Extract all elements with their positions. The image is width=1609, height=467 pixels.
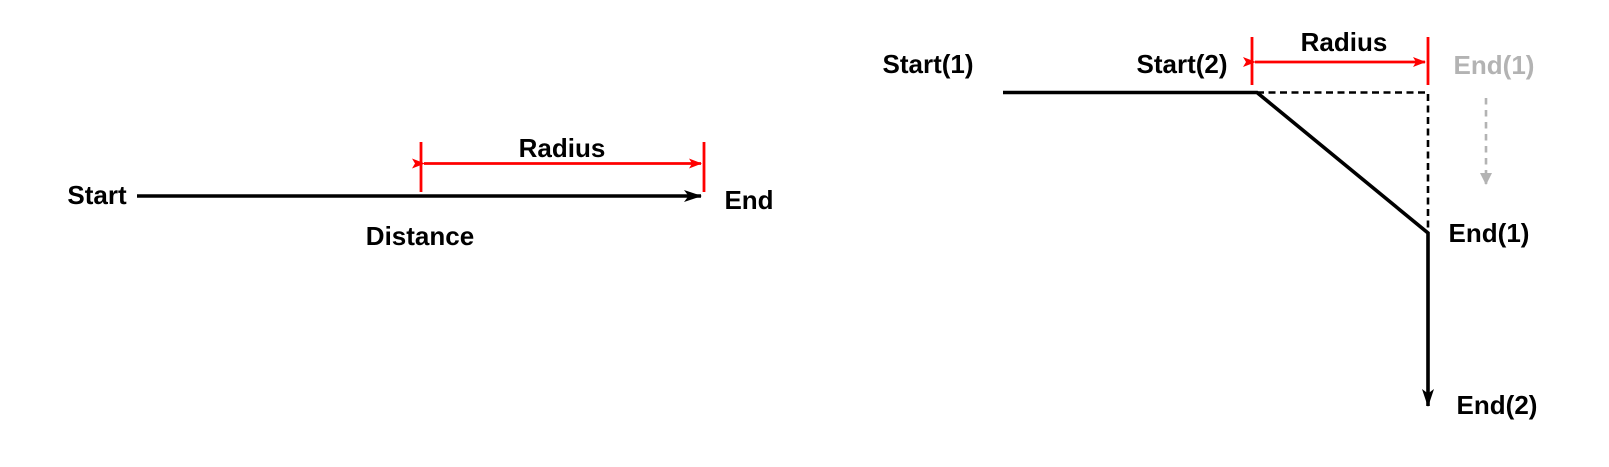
- right-end1-ghost-label: End(1): [1453, 50, 1535, 80]
- right-radius-label: Radius: [1300, 27, 1388, 57]
- left-distance-label: Distance: [365, 221, 475, 251]
- right-end1-label: End(1): [1448, 218, 1530, 248]
- left-radius-label: Radius: [518, 133, 606, 163]
- right-start1-label: Start(1): [882, 49, 974, 79]
- path-polyline-start-to-end2: [1003, 90, 1434, 407]
- left-start-label: Start: [67, 180, 127, 210]
- right-start2-label: Start(2): [1136, 49, 1228, 79]
- left-end-label: End: [724, 185, 774, 215]
- right-end2-label: End(2): [1456, 390, 1538, 420]
